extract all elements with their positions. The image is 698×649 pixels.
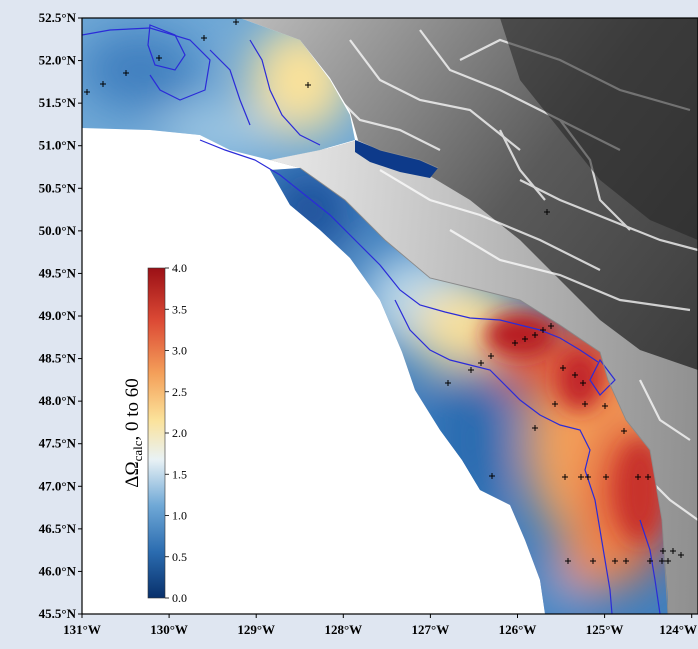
lat-tick-label: 51.5°N: [39, 95, 77, 110]
lat-tick-label: 46.5°N: [39, 521, 77, 536]
coastline-outlines: [299, 139, 669, 614]
lon-tick-label: 128°W: [324, 622, 362, 637]
colorbar-ticks: 0.0 0.5 1.0 1.5 2.0 2.5 3.0 3.5 4.0: [165, 261, 187, 605]
station-markers: [84, 19, 684, 564]
interior-mountains: [500, 18, 698, 240]
colorbar-tick-label: 2.5: [172, 385, 187, 399]
colorbar: 0.0 0.5 1.0 1.5 2.0 2.5 3.0 3.5 4.0 ΔΩcalc, 0 to…: [122, 261, 187, 605]
colorbar-tick-label: 0.5: [172, 550, 187, 564]
lon-tick-label: 126°W: [499, 622, 537, 637]
lon-tick-label: 130°W: [150, 622, 188, 637]
strait-basin: [355, 140, 438, 178]
lat-tick-label: 46.0°N: [39, 563, 77, 578]
colorbar-tick-label: 3.5: [172, 302, 187, 316]
longitude-axis: 131°W 130°W 129°W 128°W 127°W 126°W 125°W 124°W: [63, 614, 697, 637]
lat-tick-label: 51.0°N: [39, 138, 77, 153]
colorbar-bar: [147, 267, 166, 599]
colorbar-tick-label: 1.5: [172, 467, 187, 481]
colorbar-label-suffix: , 0 to 60: [122, 378, 143, 440]
colorbar-tick-label: 1.0: [172, 509, 187, 523]
lon-tick-label: 124°W: [659, 622, 697, 637]
lat-tick-label: 50.0°N: [39, 223, 77, 238]
lat-tick-label: 50.5°N: [39, 180, 77, 195]
lon-tick-label: 131°W: [63, 622, 101, 637]
colorbar-tick-label: 2.0: [172, 426, 187, 440]
colorbar-tick-label: 0.0: [172, 591, 187, 605]
lat-tick-label: 47.0°N: [39, 478, 77, 493]
lat-tick-label: 48.5°N: [39, 351, 77, 366]
colorbar-tick-label: 3.0: [172, 344, 187, 358]
colorbar-label: ΔΩcalc, 0 to 60: [122, 378, 145, 488]
lon-tick-label: 125°W: [586, 622, 624, 637]
lat-tick-label: 52.0°N: [39, 53, 77, 68]
colorbar-label-subscript: calc: [130, 440, 145, 461]
lat-tick-label: 45.5°N: [39, 606, 77, 621]
lat-tick-label: 49.5°N: [39, 265, 77, 280]
latitude-axis: 52.5°N 52.0°N 51.5°N 51.0°N 50.5°N 50.0°N 49.5…: [39, 10, 82, 621]
lon-tick-label: 129°W: [237, 622, 275, 637]
colorbar-label-prefix: ΔΩ: [122, 461, 143, 487]
lon-tick-label: 127°W: [412, 622, 450, 637]
lat-tick-label: 48.0°N: [39, 393, 77, 408]
lat-tick-label: 52.5°N: [39, 10, 77, 25]
lat-tick-label: 49.0°N: [39, 308, 77, 323]
colorbar-tick-label: 4.0: [172, 261, 187, 275]
lat-tick-label: 47.5°N: [39, 436, 77, 451]
